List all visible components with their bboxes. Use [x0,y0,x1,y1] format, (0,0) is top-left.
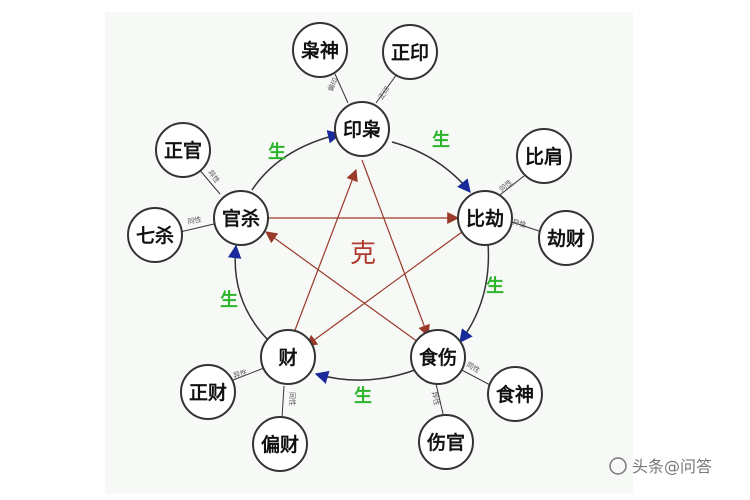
arc-bijie-to-shishang [459,242,490,344]
connector-guansha-zhengguan [197,167,221,195]
arc-guansha-to-yinxiao [251,130,342,191]
ke-center-label: 克 [350,239,376,269]
piancai-circle [252,416,308,472]
shangguan-label: 伤官 [426,431,465,454]
main-node-guansha: 官杀 [213,190,269,246]
jiecai-circle [538,210,594,266]
arc-yinxiao-to-bijie [391,141,471,194]
sub-node-xiaoshen: 枭神 [292,22,348,78]
yinxiao-circle [334,101,390,157]
connector-cai-zhengcai [227,367,265,383]
watermark-text: 头条@问答 [632,457,712,476]
ke-line-shishang-guansha [265,231,419,343]
piancai-label: 偏财 [261,433,299,456]
shishen-label: 食神 [496,383,534,406]
connector-shishang-shangguan [435,383,445,419]
connector-yinxiao-xiaoshen [334,73,349,104]
sub-connectors [179,73,543,419]
cai-label: 财 [278,346,297,369]
bijie-label: 比劫 [466,207,504,230]
bijian-label: 比肩 [525,145,563,168]
connector-bijie-bijian [495,175,525,199]
main-node-bijie: 比劫 [457,190,513,246]
watermark-logo-icon [609,457,627,475]
sheng-cycle [227,130,490,384]
shishen-circle [487,366,543,422]
connector-yinxiao-zhengyin [375,73,398,104]
cai-circle [260,329,316,385]
arc-cai-to-guansha [227,244,269,341]
jiecai-label: 劫财 [547,227,585,250]
xiaoshen-circle [292,22,348,78]
ke-line-yinxiao-shishang [361,159,430,338]
sub-node-zhengguan: 正官 [155,122,211,178]
zhengcai-label: 正财 [189,381,227,404]
label-bijie-bijian: 同性 [498,178,515,194]
label-bijie-jiecai: 异性 [511,217,527,229]
sub-node-zhengcai: 正财 [180,364,236,420]
ke-star [265,159,463,347]
label-cai-piancai: 同性 [288,392,297,406]
sub-node-shangguan: 伤官 [418,414,474,470]
main-node-cai: 财 [260,329,316,385]
zhengguan-circle [155,122,211,178]
ke-line-cai-yinxiao [291,168,358,339]
connector-cai-piancai [281,385,285,419]
bijie-circle [457,190,513,246]
zhengguan-label: 正官 [164,139,202,162]
sheng-label-right: 生 [486,275,504,297]
qisha-circle [127,207,183,263]
shangguan-circle [418,414,474,470]
sub-node-piancai: 偏财 [252,416,308,472]
sub-node-jiecai: 劫财 [538,210,594,266]
sub-node-qisha: 七杀 [127,207,183,263]
main-node-shishang: 食伤 [410,329,466,385]
label-guansha-zhengguan: 异性 [206,168,221,185]
zhengyin-circle [382,24,438,80]
connector-guansha-qisha [179,223,215,233]
guansha-label: 官杀 [222,207,260,230]
sub-node-bijian: 比肩 [516,128,572,184]
ke-line-bijie-cai [305,231,463,347]
sub-node-zhengyin: 正印 [382,24,438,80]
sheng-labels: 生 生 生 生 生 [220,129,504,407]
main-node-yinxiao: 印枭 [334,101,390,157]
sheng-label-left: 生 [220,289,238,311]
label-shishang-shangguan: 异性 [430,391,441,406]
qisha-label: 七杀 [136,224,174,247]
arc-shishang-to-cai [314,369,416,384]
connector-shishang-shishen [457,367,493,387]
label-yinxiao-zhengyin: 正印 [377,85,392,101]
sheng-label-bottom: 生 [354,385,372,407]
watermark: 头条@问答 [609,457,712,476]
zhengcai-circle [180,364,236,420]
label-guansha-qisha: 同性 [187,215,202,226]
sheng-label-top-left: 生 [268,141,286,163]
bijian-circle [516,128,572,184]
guansha-circle [213,190,269,246]
xiaoshen-label: 枭神 [300,39,339,62]
label-cai-zhengcai: 异性 [232,368,248,380]
shishang-label: 食伤 [419,346,457,369]
sheng-label-top-right: 生 [432,129,450,151]
yinxiao-label: 印枭 [343,118,381,141]
sub-node-shishen: 食神 [487,366,543,422]
shishang-circle [410,329,466,385]
zhengyin-label: 正印 [391,42,429,64]
